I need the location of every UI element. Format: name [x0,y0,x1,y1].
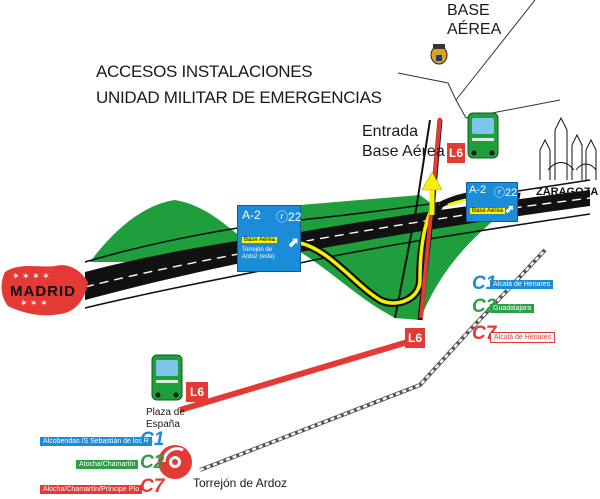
plaza-espana-line1: Plaza de [146,407,185,418]
map-title-line2: UNIDAD MILITAR DE EMERGENCIAS [96,88,382,107]
map-title-line1: ACCESOS INSTALACIONES [96,62,313,81]
sign-road-number: A-2 [242,208,261,222]
rail-line-c1-west: C1 [140,429,165,450]
rail-dest-c7-west: Alocha/Chamartín/Príncipe Pío [40,485,143,494]
bus-icon [467,112,499,159]
plaza-espana-line2: España [146,419,180,430]
cathedral-icon [539,116,597,180]
emblem-icon [430,44,448,65]
up-arrow-icon: ⬈ [287,234,299,250]
bus-line-tag-junction: L6 [407,331,422,345]
exit-icon: ⓡ [494,187,505,199]
bus-route-vertical [419,117,442,319]
svg-text:✶ ✶ ✶: ✶ ✶ ✶ [20,298,48,308]
bus-route-diagonal [179,335,422,413]
rail-line-c7-west: C7 [140,476,165,497]
entrada-label-line2: Base Aérea [362,143,445,160]
rail-dest-c1-east: Alcalá de Henares [490,280,554,289]
exit-icon: ⓡ [276,210,289,224]
renfe-logo-icon [158,445,192,479]
route-highlight [299,207,434,305]
rail-dest-c2-west: Atocha/Chamartín [76,460,139,469]
sign-exit-number: ⓡ22 [494,187,518,199]
sign-destination: Base Aérea [470,208,506,214]
sign-road-number: A-2 [469,184,487,196]
base-aerea-label-line2: AÉREA [447,21,502,38]
bus-icon [151,354,183,401]
bus-line-tag-plaza: L6 [189,385,204,399]
highway-a2 [85,190,590,300]
city-zaragoza: ZARAGOZA [536,186,599,198]
entrada-label-line1: Entrada [362,123,419,140]
railway-line [199,249,546,472]
road-sign-west: A-2 ⓡ22 Base Aérea Torrejón de Ardoz (es… [237,205,301,272]
svg-text:✶ ✶ ✶ ✶: ✶ ✶ ✶ ✶ [12,271,50,281]
madrid-flag-icon: ✶ ✶ ✶ ✶ ✶ ✶ ✶ [1,265,88,316]
rail-dest-c7-east: Alcalá de Henares [490,332,556,343]
green-area-west [90,200,240,262]
road-sign-east: A-2 ⓡ22 Base Aérea ⬈ [466,182,518,222]
sign-exit-number: ⓡ22 [276,210,302,224]
torrejon-station-label: Torrejón de Ardoz [193,476,288,490]
sign-destination: Base Aérea [242,237,278,243]
base-aerea-label-line1: BASE [447,2,490,19]
rail-dest-c1-west: Alcobendas /S Sebastián de los R [40,437,152,446]
up-arrow-icon: ⬈ [504,202,515,216]
rail-dest-c2-east: Guadalajara [490,304,535,313]
city-madrid: MADRID [10,283,76,300]
bus-line-tag-base: L6 [448,146,463,160]
sign-subtext: Torrejón de Ardoz (este) [242,247,275,260]
rail-line-c2-west: C2 [140,452,165,473]
